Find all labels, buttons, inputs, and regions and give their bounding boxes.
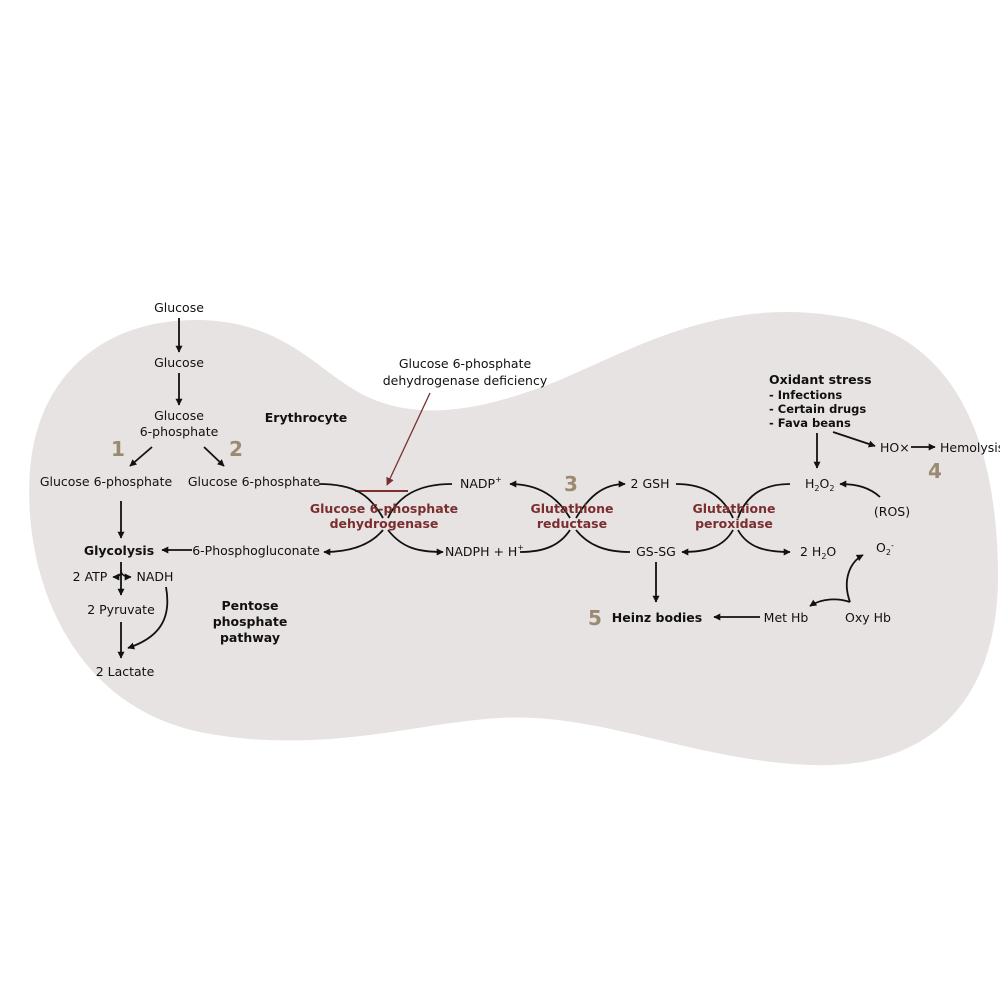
superoxide-label: O2- <box>876 540 894 557</box>
step-number-1: 1 <box>111 437 125 461</box>
ppp-label-line3: pathway <box>220 630 280 645</box>
gpx-water-curve <box>737 529 791 556</box>
atp-label: 2 ATP <box>73 569 108 584</box>
nadh-label: NADH <box>137 569 174 584</box>
g6pd-nadph-curve <box>387 529 444 556</box>
deficiency-pointer-arrow <box>386 392 431 486</box>
g6pd-product-curve <box>323 529 384 556</box>
gr-enzyme-line1: Glutathione <box>531 501 614 516</box>
gpx-h2o2-curve <box>737 483 791 519</box>
oxyhb-to-methb-arrow <box>809 598 851 607</box>
water-label: 2 H2O <box>800 544 836 561</box>
gr-gssg-curve <box>575 529 631 553</box>
cell-name-label: Erythrocyte <box>265 410 348 425</box>
gpx-gsh-curve <box>675 483 734 519</box>
erythrocyte-cell-shape <box>29 312 999 766</box>
oxidant-to-hox-arrow <box>832 431 876 448</box>
nadph-label: NADPH + H+ <box>445 543 524 559</box>
glucose-outside-label: Glucose <box>154 300 204 315</box>
pyruvate-label: 2 Pyruvate <box>87 602 155 617</box>
met-hb-label: Met Hb <box>764 610 809 625</box>
gssg-label: GS-SG <box>636 544 676 559</box>
g6pd-enzyme-line2: dehydrogenase <box>330 516 439 531</box>
hox-label: HO× <box>880 440 910 455</box>
nadh-yield-arrow <box>120 569 132 581</box>
gpx-enzyme-line2: peroxidase <box>695 516 773 531</box>
phosphogluconate-label: 6-Phosphogluconate <box>192 543 320 558</box>
g6p-to-ppp-arrow <box>203 446 225 467</box>
gr-gsh-curve <box>575 480 626 519</box>
step-number-5: 5 <box>588 606 602 630</box>
oxyhb-to-superoxide-arrow <box>845 554 864 603</box>
gpx-gssg-curve <box>681 529 734 556</box>
nadh-recycle-arrow <box>127 586 169 650</box>
oxidant-item-infections: - Infections <box>769 388 842 402</box>
g6p-top-label-line2: 6-phosphate <box>140 424 219 439</box>
g6p-right-label: Glucose 6-phosphate <box>188 474 321 489</box>
lactate-label: 2 Lactate <box>96 664 155 679</box>
gr-nadp-curve <box>509 480 571 519</box>
ros-label: (ROS) <box>874 504 910 519</box>
gr-nadph-curve <box>519 529 571 553</box>
gpx-enzyme-line1: Glutathione <box>693 501 776 516</box>
g6p-left-label: Glucose 6-phosphate <box>40 474 173 489</box>
g6p-top-label-line1: Glucose <box>154 408 204 423</box>
nadp-label: NADP+ <box>460 475 502 491</box>
deficiency-label-line1: Glucose 6-phosphate <box>399 356 532 371</box>
glucose-inside-label: Glucose <box>154 355 204 370</box>
oxidant-item-fava: - Fava beans <box>769 416 851 430</box>
step-number-4: 4 <box>928 459 942 483</box>
h2o2-label: H2O2 <box>805 476 834 493</box>
oxidant-item-drugs: - Certain drugs <box>769 402 866 416</box>
ppp-label-line1: Pentose <box>221 598 278 613</box>
hemolysis-label: Hemolysis <box>940 440 1000 455</box>
oxy-hb-label: Oxy Hb <box>845 610 891 625</box>
heinz-bodies-label: Heinz bodies <box>612 610 702 625</box>
ros-to-h2o2-arrow <box>839 480 881 498</box>
g6p-to-glycolysis-arrow <box>129 446 153 467</box>
g6pd-nadp-curve <box>387 483 453 519</box>
oxidant-stress-title: Oxidant stress <box>769 372 872 387</box>
g6pd-enzyme-line1: Glucose 6-phosphate <box>310 501 458 516</box>
ppp-label-line2: phosphate <box>213 614 288 629</box>
gr-enzyme-line2: reductase <box>537 516 607 531</box>
step-number-3: 3 <box>564 472 578 496</box>
deficiency-label-line2: dehydrogenase deficiency <box>383 373 548 388</box>
step-number-2: 2 <box>229 437 243 461</box>
glycolysis-label: Glycolysis <box>84 543 154 558</box>
gsh-label: 2 GSH <box>631 476 670 491</box>
g6pd-substrate-curve <box>318 483 384 519</box>
